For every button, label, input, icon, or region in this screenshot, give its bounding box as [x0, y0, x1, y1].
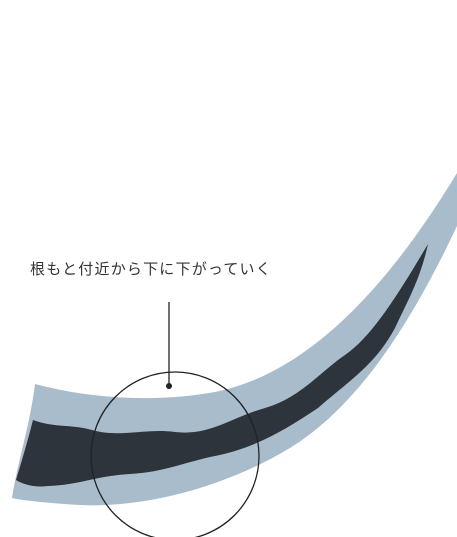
annotation-label: 根もと付近から下に下がっていく [30, 260, 272, 278]
highlight-circle [90, 371, 260, 537]
inner-band [16, 244, 428, 487]
anchor-dot [166, 383, 172, 389]
outer-band [12, 173, 457, 506]
